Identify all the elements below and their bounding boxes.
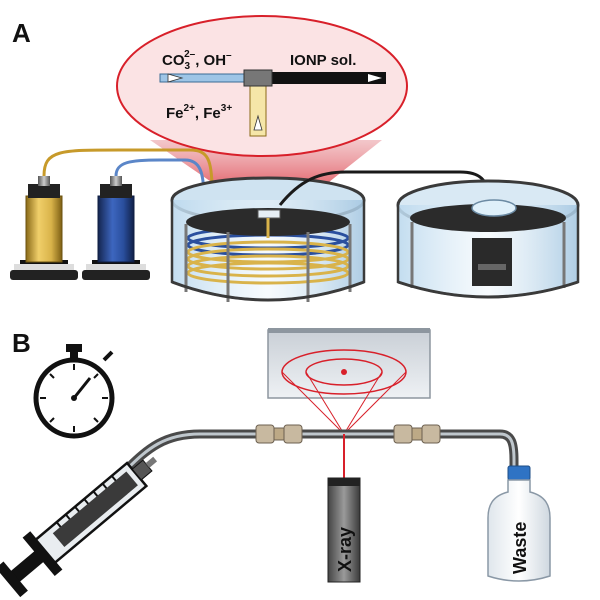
inlet-arrow-left bbox=[167, 73, 184, 83]
reactor-coil bbox=[186, 226, 350, 285]
collection-vessel bbox=[396, 179, 580, 299]
gold-reservoir bbox=[25, 195, 63, 263]
reagents-label: CO32–, OH– bbox=[162, 49, 232, 72]
gold-tubing bbox=[42, 148, 214, 218]
capillary-tube bbox=[121, 429, 519, 475]
junction-block bbox=[243, 69, 273, 87]
panel-letter-b: B bbox=[12, 328, 31, 358]
stir-plate bbox=[472, 238, 512, 286]
scatter-lines bbox=[281, 371, 407, 435]
syringe-icon bbox=[0, 456, 158, 598]
ionp-outlet-channel bbox=[248, 72, 386, 84]
xray-source: X-ray bbox=[327, 477, 361, 583]
blue-syringe-pump bbox=[82, 176, 150, 280]
gold-syringe-pump bbox=[10, 176, 78, 280]
collection-dish bbox=[471, 199, 517, 217]
reactor-vessel bbox=[170, 176, 366, 302]
fitting-left bbox=[255, 424, 303, 444]
panel-letter-a: A bbox=[12, 18, 31, 48]
waste-label: Waste bbox=[510, 522, 530, 574]
blue-reservoir bbox=[97, 195, 135, 263]
xray-detector bbox=[267, 328, 431, 435]
ionp-label: IONP sol. bbox=[290, 52, 356, 69]
t-junction bbox=[159, 69, 386, 137]
capillary-tube-highlight bbox=[124, 432, 516, 472]
xray-label: X-ray bbox=[335, 527, 355, 572]
iron-label: Fe2+, Fe3+ bbox=[166, 103, 232, 122]
fitting-right bbox=[393, 424, 441, 444]
waste-bottle: Waste bbox=[487, 465, 551, 582]
inlet-arrow-up bbox=[253, 114, 263, 131]
stopwatch-icon bbox=[33, 344, 115, 439]
outlet-arrow bbox=[368, 74, 382, 82]
